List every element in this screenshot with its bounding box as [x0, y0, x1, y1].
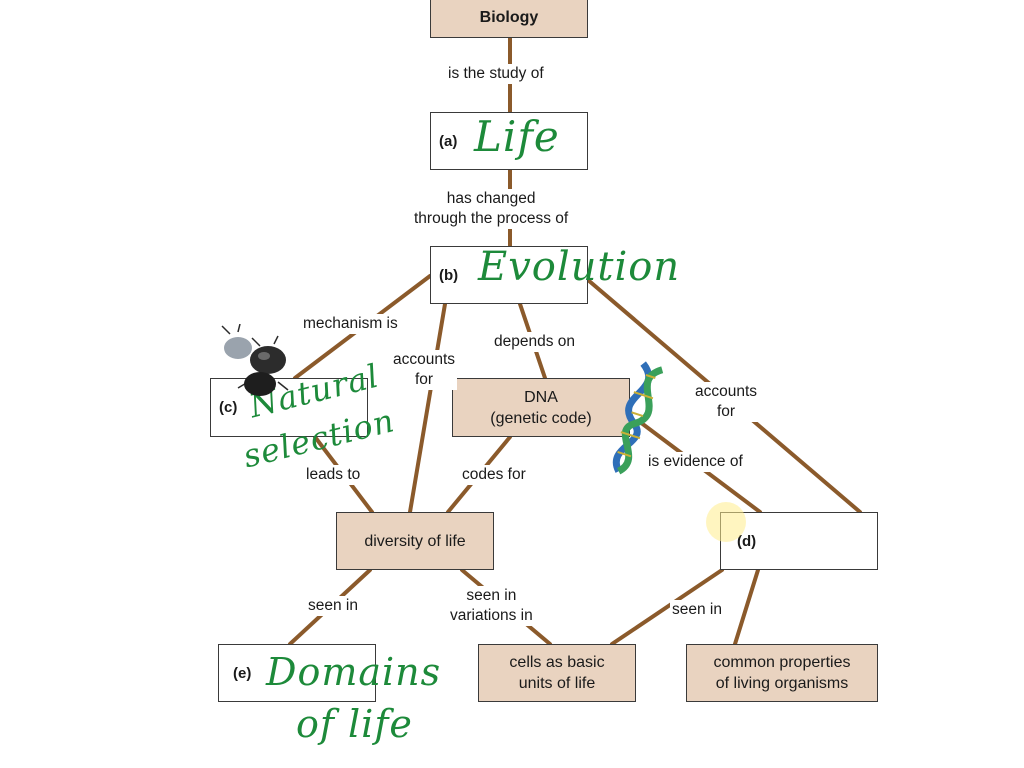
link-leads-to: leads to	[304, 465, 363, 485]
link-accounts-left: accounts for	[391, 350, 458, 390]
handwritten-answer-e-line1: Domains	[266, 650, 442, 694]
node-common-line2: of living organisms	[715, 675, 849, 692]
beetle-icon	[221, 324, 289, 396]
connector-evolution-diversity	[408, 302, 447, 514]
connector-d-common	[733, 568, 760, 646]
node-d: (d)	[720, 512, 878, 570]
link-accounts-right-line1: accounts	[695, 383, 758, 400]
link-changed: has changed through the process of	[412, 189, 571, 229]
link-codes-for: codes for	[460, 465, 528, 485]
link-study-of: is the study of	[446, 64, 546, 84]
handwritten-answer-e-line2: of life	[296, 702, 413, 746]
link-seen-in-left: seen in	[306, 596, 360, 616]
node-b-letter: (b)	[439, 266, 459, 284]
node-cells-line2: units of life	[518, 675, 596, 692]
handwritten-answer-a: Life	[474, 112, 560, 161]
node-a: (a)	[430, 112, 588, 170]
link-changed-line1: has changed	[446, 190, 536, 207]
link-mechanism: mechanism is	[301, 314, 400, 334]
dna-helix-icon	[612, 361, 664, 475]
node-e: (e)	[218, 644, 376, 702]
node-biology-label: Biology	[479, 8, 539, 26]
handwritten-answer-b: Evolution	[478, 244, 681, 290]
node-dna-line1: DNA	[524, 388, 558, 406]
link-changed-line2: through the process of	[414, 210, 569, 227]
node-b: (b)	[430, 246, 588, 304]
node-cells-line1: cells as basic	[509, 654, 605, 671]
link-seen-in-variations-line1: seen in	[466, 587, 517, 604]
node-e-letter: (e)	[233, 664, 252, 682]
node-dna: DNA (genetic code)	[452, 378, 630, 437]
link-accounts-left-line2: for	[414, 371, 434, 388]
link-accounts-right-line2: for	[716, 403, 736, 420]
link-evidence-of: is evidence of	[646, 452, 745, 472]
link-seen-in-variations-line2: variations in	[450, 607, 533, 624]
cursor-highlight-icon	[706, 502, 746, 542]
link-accounts-left-line1: accounts	[393, 351, 456, 368]
node-dna-line2: (genetic code)	[490, 409, 592, 427]
node-biology: Biology	[430, 0, 588, 38]
node-c: (c)	[210, 378, 368, 437]
link-seen-in-right: seen in	[670, 600, 724, 620]
link-seen-in-variations: seen in variations in	[448, 586, 535, 626]
link-accounts-right: accounts for	[693, 382, 760, 422]
link-depends-on: depends on	[492, 332, 578, 352]
node-diversity: diversity of life	[336, 512, 494, 570]
node-diversity-label: diversity of life	[364, 532, 466, 550]
node-cells: cells as basic units of life	[478, 644, 636, 702]
node-common-line1: common properties	[713, 654, 851, 671]
node-a-letter: (a)	[439, 132, 458, 150]
connector-d-cells	[610, 568, 724, 646]
node-c-letter: (c)	[219, 399, 238, 416]
node-common: common properties of living organisms	[686, 644, 878, 702]
node-d-letter: (d)	[737, 532, 757, 550]
